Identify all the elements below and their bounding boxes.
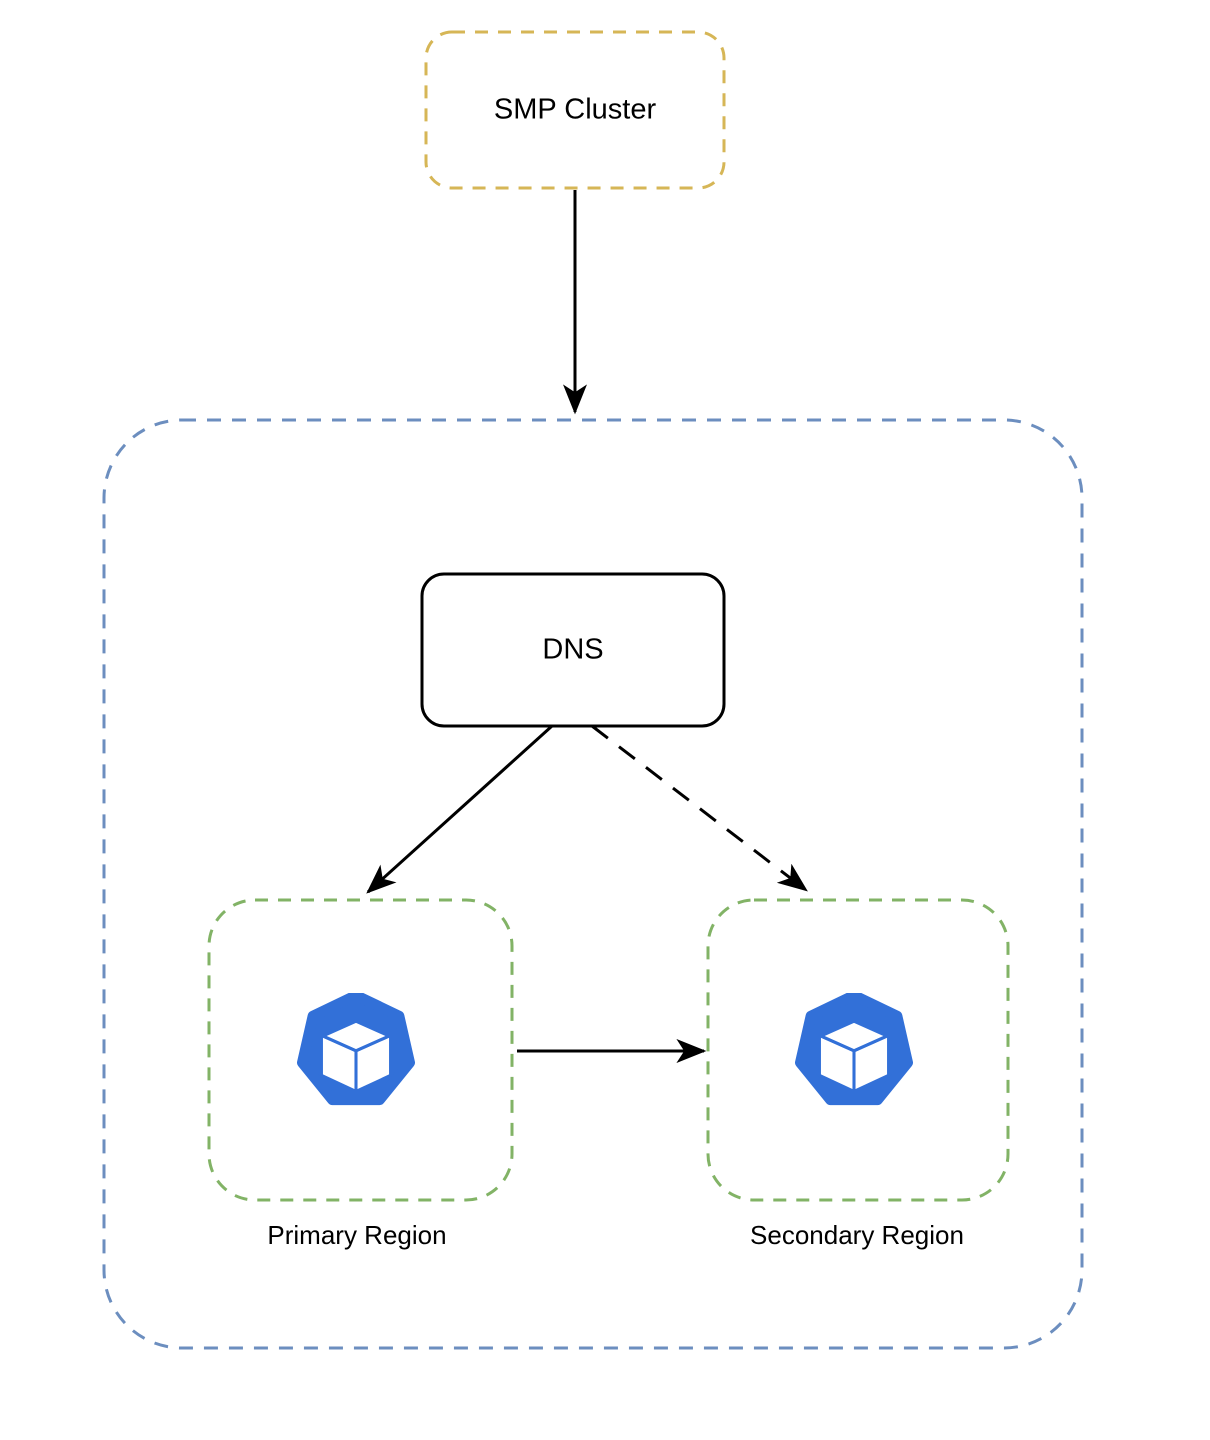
smp-cluster-group[interactable]: SMP Cluster bbox=[424, 30, 726, 190]
secondary-region-caption: Secondary Region bbox=[750, 1220, 964, 1250]
edge-dns-to-primary[interactable] bbox=[366, 724, 554, 894]
smp-cluster-box[interactable] bbox=[424, 30, 726, 190]
secondary-region-group[interactable]: Secondary Region bbox=[706, 898, 1010, 1250]
primary-region-caption: Primary Region bbox=[267, 1220, 446, 1250]
edge-dns-to-secondary[interactable] bbox=[591, 724, 808, 892]
kubernetes-icon bbox=[800, 995, 907, 1099]
edges-layer bbox=[366, 190, 808, 1063]
smp-cluster-label: SMP Cluster bbox=[494, 94, 657, 126]
dns-node-group[interactable]: DNS bbox=[420, 572, 726, 728]
secondary-region-box[interactable] bbox=[706, 898, 1010, 1202]
primary-region-group[interactable]: Primary Region bbox=[207, 898, 514, 1250]
platform-container-group[interactable] bbox=[102, 418, 1084, 1350]
primary-region-box[interactable] bbox=[207, 898, 514, 1202]
dns-node-box[interactable] bbox=[420, 572, 726, 728]
kubernetes-icon bbox=[302, 995, 409, 1099]
platform-container-box[interactable] bbox=[102, 418, 1084, 1350]
dns-node-label: DNS bbox=[542, 634, 603, 666]
